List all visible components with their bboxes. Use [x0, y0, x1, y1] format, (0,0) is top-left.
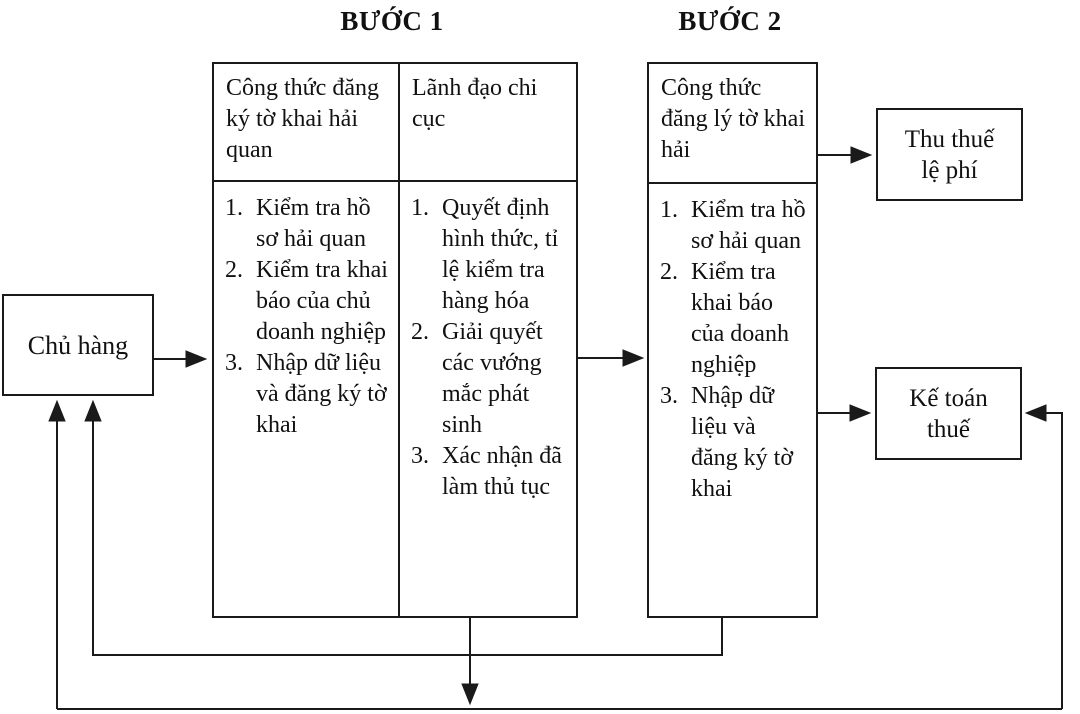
list-item-text: Quyết định hình thức, tỉ lệ kiểm tra hàn…	[442, 195, 559, 314]
list-item-text: Kiểm tra khai báo của doanh nghiệp	[691, 259, 789, 378]
list-item-text: Kiểm tra hồ sơ hải quan	[691, 197, 806, 254]
node-thu-thue-label: Thu thuế lệ phí	[904, 125, 995, 184]
list-item-number: 1.	[660, 197, 678, 223]
step2-list: 1. Kiểm tra hồ sơ hải quan 2. Kiểm tra k…	[649, 184, 816, 616]
list-item: 2. Kiểm tra khai báo của chủ doanh nghiệ…	[214, 255, 394, 348]
arrow-step2-feedback-to-chuhang	[84, 399, 723, 656]
list-item: 3. Nhập dữ liệu và đăng ký tờ khai	[214, 348, 394, 441]
list-item-number: 2.	[411, 319, 429, 345]
node-step1: Công thức đăng ký tờ khai hải quan 1. Ki…	[212, 62, 578, 618]
step1-col1-header: Công thức đăng ký tờ khai hải quan	[214, 64, 398, 182]
list-item: 3. Nhập dữ liệu và đăng ký tờ khai	[649, 381, 812, 505]
list-item-number: 2.	[225, 257, 243, 283]
arrow-bottom-to-ketoan-right	[1024, 404, 1063, 709]
list-item-text: Xác nhận đã làm thủ tục	[442, 443, 562, 500]
node-chu-hang-label: Chủ hàng	[27, 330, 129, 360]
list-item: 1. Kiểm tra hồ sơ hải quan	[214, 193, 394, 255]
list-item: 3. Xác nhận đã làm thủ tục	[400, 441, 572, 503]
list-item: 1. Quyết định hình thức, tỉ lệ kiểm tra …	[400, 193, 572, 317]
step1-col1-list: 1. Kiểm tra hồ sơ hải quan 2. Kiểm tra k…	[214, 182, 398, 616]
node-step2: Công thức đăng lý tờ khai hải 1. Kiểm tr…	[647, 62, 818, 618]
node-chu-hang: Chủ hàng	[2, 294, 154, 396]
step1-title: BƯỚC 1	[340, 6, 444, 36]
step1-col2: Lãnh đạo chi cục 1. Quyết định hình thức…	[398, 64, 576, 616]
list-item: 2. Giải quyết các vướng mắc phát sinh	[400, 317, 572, 441]
list-item-text: Nhập dữ liệu và đăng ký tờ khai	[691, 383, 794, 502]
step2-col: Công thức đăng lý tờ khai hải 1. Kiểm tr…	[649, 64, 816, 616]
list-item-number: 3.	[225, 350, 243, 376]
list-item-number: 2.	[660, 259, 678, 285]
list-item-text: Kiểm tra khai báo của chủ doanh nghiệp	[256, 257, 388, 345]
node-ke-toan-label: Kế toán thuế	[909, 384, 988, 443]
list-item-number: 3.	[411, 443, 429, 469]
list-item-number: 1.	[411, 195, 429, 221]
step2-header: Công thức đăng lý tờ khai hải	[649, 64, 816, 184]
step1-col2-list: 1. Quyết định hình thức, tỉ lệ kiểm tra …	[400, 182, 576, 616]
list-item-number: 1.	[225, 195, 243, 221]
node-thu-thue: Thu thuế lệ phí	[876, 108, 1023, 201]
step1-col1: Công thức đăng ký tờ khai hải quan 1. Ki…	[214, 64, 398, 616]
list-item: 1. Kiểm tra hồ sơ hải quan	[649, 195, 812, 257]
list-item-text: Kiểm tra hồ sơ hải quan	[256, 195, 371, 252]
list-item-text: Giải quyết các vướng mắc phát sinh	[442, 319, 543, 438]
step2-title: BƯỚC 2	[678, 6, 782, 36]
list-item: 2. Kiểm tra khai báo của doanh nghiệp	[649, 257, 812, 381]
node-ke-toan: Kế toán thuế	[875, 367, 1022, 460]
list-item-text: Nhập dữ liệu và đăng ký tờ khai	[256, 350, 387, 438]
list-item-number: 3.	[660, 383, 678, 409]
step1-col2-header: Lãnh đạo chi cục	[400, 64, 576, 182]
